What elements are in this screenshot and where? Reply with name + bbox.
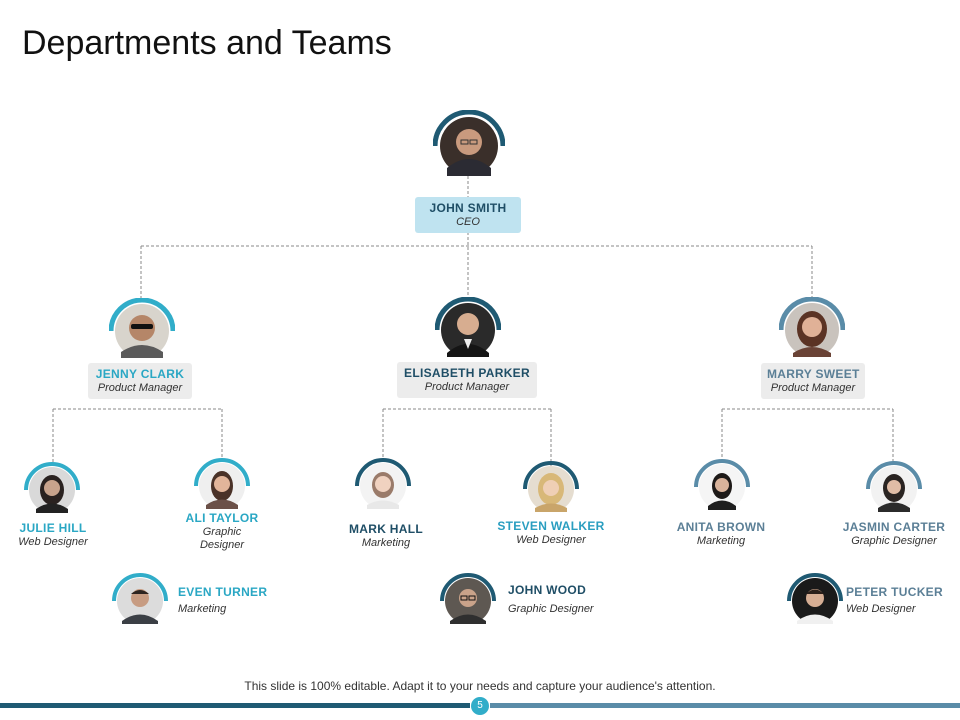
member-label-peter-tucker: PETER TUCKER Web Designer [846,584,943,616]
person-role: Marketing [361,537,411,549]
member-label-ali-taylor: ALI TAYLOR Graphic Designer [172,510,272,552]
woman-photo-icon [866,461,922,512]
person-name: ELISABETH PARKER [404,366,530,380]
avatar-jenny-clark [109,298,175,364]
footer-note: This slide is 100% editable. Adapt it to… [244,679,716,693]
person-name: JASMIN CARTER [842,520,946,534]
person-role: Product Manager [770,382,856,394]
person-name: STEVEN WALKER [497,519,605,533]
man-photo-icon [787,573,843,624]
person-role-line2: Designer [199,539,245,551]
page-number-badge: 5 [471,697,489,715]
avatar-anita-brown [694,459,750,515]
person-name: PETER TUCKER [846,585,943,599]
avatar-even-turner [112,573,168,629]
person-name: EVEN TURNER [178,585,268,599]
ceo-card: JOHN SMITH CEO [415,197,521,233]
person-name: JULIE HILL [19,521,87,535]
woman-photo-icon [24,462,80,513]
man-photo-icon [112,573,168,624]
person-role: Graphic Designer [851,535,937,547]
person-role: CEO [456,216,480,228]
avatar-mark-hall [355,458,411,514]
manager-card-jenny-clark: JENNY CLARK Product Manager [88,363,192,399]
woman-photo-icon [694,459,750,510]
person-name: JENNY CLARK [95,367,185,381]
member-label-steven-walker: STEVEN WALKER Web Designer [486,518,616,547]
person-role: Web Designer [18,536,88,548]
woman-photo-icon [523,461,579,512]
manager-card-elisabeth-parker: ELISABETH PARKER Product Manager [397,362,537,398]
man-suit-photo-icon [435,297,501,357]
manager-card-marry-sweet: MARRY SWEET Product Manager [761,363,865,399]
woman-photo-icon [355,458,411,509]
woman-photo-icon [779,297,845,357]
person-role: Marketing [178,603,227,615]
person-role: Product Manager [97,382,183,394]
person-name: JOHN WOOD [508,583,587,597]
footer-bar [0,703,960,708]
member-label-even-turner: EVEN TURNER Marketing [178,584,267,616]
avatar-elisabeth-parker [435,297,501,363]
avatar-ali-taylor [194,458,250,514]
avatar-john-smith [433,110,505,182]
woman-photo-icon [194,458,250,509]
man-glasses-photo-icon [440,573,496,624]
member-label-john-wood: JOHN WOOD Graphic Designer [508,582,594,616]
member-label-anita-brown: ANITA BROWN Marketing [661,519,781,548]
person-role: Graphic Designer [508,603,594,615]
person-role: Marketing [696,535,746,547]
man-sunglasses-photo-icon [109,298,175,358]
person-role: Web Designer [516,534,586,546]
avatar-marry-sweet [779,297,845,363]
person-name: ALI TAYLOR [185,511,259,525]
avatar-peter-tucker [787,573,843,629]
avatar-jasmin-carter [866,461,922,517]
person-name: JOHN SMITH [429,201,507,215]
man-photo-icon [433,110,505,176]
member-label-mark-hall: MARK HALL Marketing [336,521,436,550]
person-role: Web Designer [846,603,916,615]
avatar-john-wood [440,573,496,629]
person-name: ANITA BROWN [676,520,766,534]
person-name: MARK HALL [348,522,424,536]
member-label-jasmin-carter: JASMIN CARTER Graphic Designer [829,519,959,548]
avatar-steven-walker [523,461,579,517]
member-label-julie-hill: JULIE HILL Web Designer [3,520,103,549]
person-role-line1: Graphic [202,526,242,538]
avatar-julie-hill [24,462,80,518]
person-role: Product Manager [424,381,510,393]
slide-title: Departments and Teams [22,24,392,62]
person-name: MARRY SWEET [767,367,860,381]
